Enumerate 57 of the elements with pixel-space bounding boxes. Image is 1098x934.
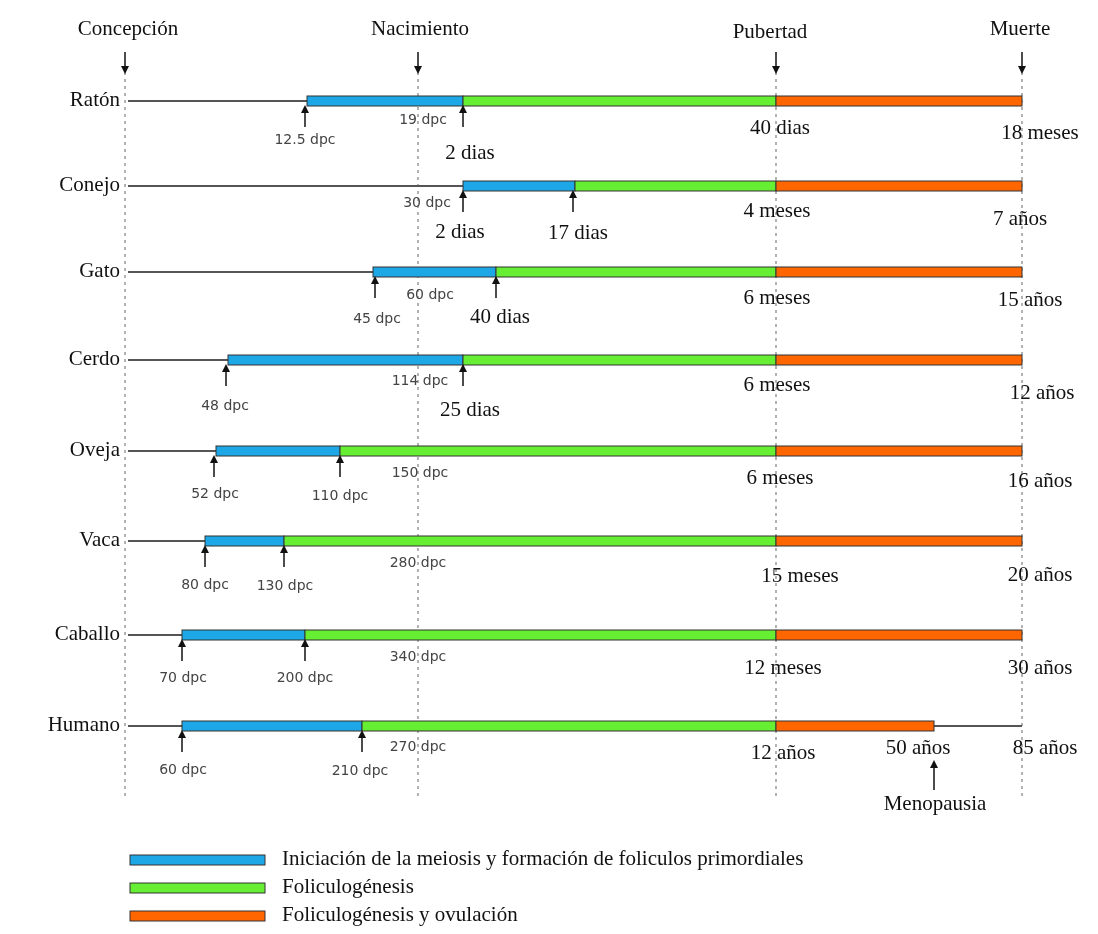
species-label: Gato — [79, 260, 120, 282]
day-label: 210 dpc — [331, 763, 389, 778]
time-label: 12 años — [1009, 382, 1075, 404]
day-label: 30 dpc — [403, 195, 451, 210]
day-label: 280 dpc — [389, 555, 447, 570]
time-label: Pubertad — [732, 21, 808, 43]
time-label: 12 meses — [744, 657, 822, 679]
time-label: Nacimiento — [371, 18, 469, 40]
day-label: 52 dpc — [191, 486, 239, 501]
species-label: Conejo — [59, 174, 120, 196]
species-label: Ratón — [69, 89, 120, 111]
time-label: Concepción — [77, 18, 179, 40]
legend-text: Foliculogénesis y ovulación — [282, 904, 518, 926]
time-label: 40 dias — [749, 117, 811, 139]
time-label: 18 meses — [1001, 122, 1079, 144]
species-label: Cerdo — [68, 348, 120, 370]
time-label: 2 dias — [435, 221, 485, 243]
day-label: 110 dpc — [311, 488, 369, 503]
time-label: 15 años — [997, 289, 1063, 311]
time-label: 85 años — [1012, 737, 1078, 759]
time-label: 16 años — [1007, 470, 1073, 492]
day-label: 45 dpc — [353, 311, 401, 326]
species-label: Humano — [47, 714, 120, 736]
day-label: 270 dpc — [389, 739, 447, 754]
time-label: 4 meses — [743, 200, 811, 222]
day-label: 60 dpc — [159, 762, 207, 777]
time-label: 6 meses — [746, 467, 814, 489]
day-label: 114 dpc — [391, 373, 449, 388]
day-label: 150 dpc — [391, 465, 449, 480]
day-label: 70 dpc — [159, 670, 207, 685]
time-label: 25 dias — [439, 399, 501, 421]
species-label: Caballo — [54, 623, 120, 645]
legend-text: Iniciación de la meiosis y formación de foliculos primordiales — [282, 848, 804, 870]
day-label: 340 dpc — [389, 649, 447, 664]
day-label: 130 dpc — [256, 578, 314, 593]
time-label: Muerte — [989, 18, 1051, 40]
day-label: 12.5 dpc — [274, 132, 336, 147]
species-label: Vaca — [79, 529, 120, 551]
day-label: 60 dpc — [406, 287, 454, 302]
time-label: 7 años — [992, 208, 1048, 230]
time-label: 6 meses — [743, 287, 811, 309]
legend-text: Foliculogénesis — [282, 876, 414, 898]
time-label: 15 meses — [761, 565, 839, 587]
day-label: 200 dpc — [276, 670, 334, 685]
time-label: 6 meses — [743, 374, 811, 396]
time-label: 30 años — [1007, 657, 1073, 679]
day-label: 48 dpc — [201, 398, 249, 413]
day-label: 19 dpc — [399, 112, 447, 127]
time-label: 20 años — [1007, 564, 1073, 586]
time-label: 12 años — [750, 742, 816, 764]
time-label: 17 dias — [547, 222, 609, 244]
time-label: 2 dias — [445, 142, 495, 164]
species-label: Oveja — [69, 439, 120, 461]
time-label: Menopausia — [883, 793, 987, 815]
day-label: 80 dpc — [181, 577, 229, 592]
time-label: 50 años — [885, 737, 951, 759]
time-label: 40 dias — [469, 306, 531, 328]
